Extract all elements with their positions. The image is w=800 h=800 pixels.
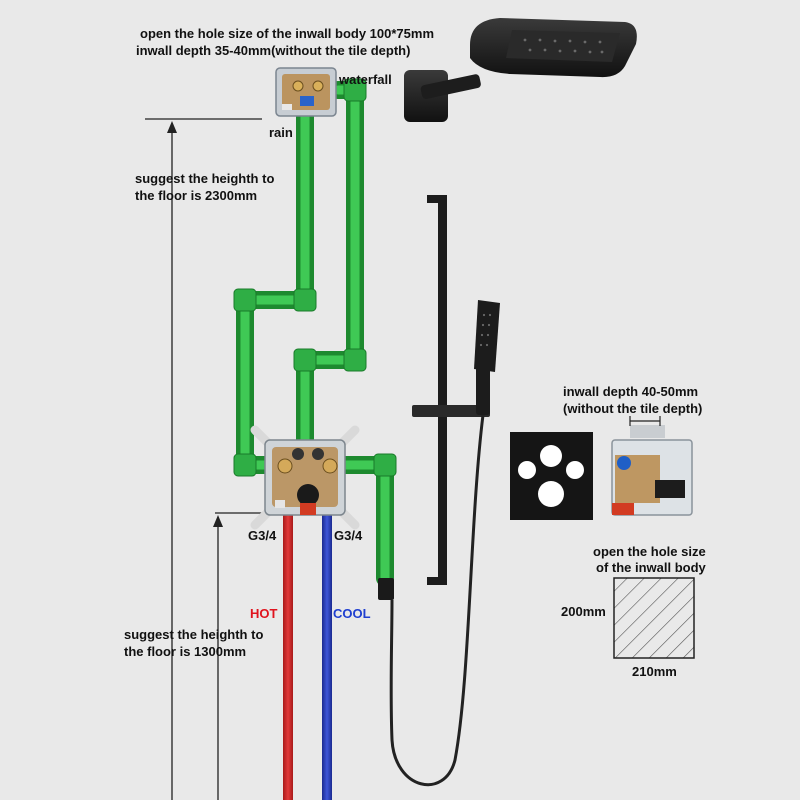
slide-bar-holder <box>412 405 490 417</box>
hole-size-box <box>613 577 695 659</box>
slide-bar <box>412 195 490 585</box>
hand-shower <box>474 300 500 415</box>
height-lower-line1: suggest the heighth to <box>124 627 263 642</box>
mixer-valve-body <box>250 425 360 530</box>
height-upper-line2: the floor is 2300mm <box>135 188 257 203</box>
mixer-side-view <box>611 425 693 516</box>
upper-diverter-valve <box>275 67 337 117</box>
depth-bracket <box>629 416 661 426</box>
hole-note-line2: of the inwall body <box>596 560 707 575</box>
hole-width-label: 210mm <box>632 664 677 679</box>
hot-supply-pipe <box>283 515 293 800</box>
lower-arrow-head <box>213 515 223 527</box>
hot-label: HOT <box>250 606 278 621</box>
top-note-line2: inwall depth 35-40mm(without the tile de… <box>136 43 410 58</box>
dimension-lines <box>145 118 262 800</box>
pipe-fittings <box>233 78 397 477</box>
top-note-line1: open the hole size of the inwall body 10… <box>140 26 434 41</box>
wall-outlet-elbow <box>378 578 394 600</box>
rain-label: rain <box>269 125 293 140</box>
right-thread-label: G3/4 <box>334 528 363 543</box>
mixer-depth-line2: (without the tile depth) <box>563 401 702 416</box>
waterfall-label: waterfall <box>338 72 392 87</box>
rain-shower-head <box>404 18 637 122</box>
height-lower-line2: the floor is 1300mm <box>124 644 246 659</box>
cold-supply-pipe <box>322 515 332 800</box>
cover-plate-detail <box>510 432 593 520</box>
height-upper-line1: suggest the heighth to <box>135 171 274 186</box>
hole-height-label: 200mm <box>561 604 606 619</box>
mixer-depth-line1: inwall depth 40-50mm <box>563 384 698 399</box>
cool-label: COOL <box>333 606 371 621</box>
left-thread-label: G3/4 <box>248 528 277 543</box>
upper-arrow-head <box>167 121 177 133</box>
hole-note-line1: open the hole size <box>593 544 706 559</box>
shower-hose <box>389 414 485 787</box>
